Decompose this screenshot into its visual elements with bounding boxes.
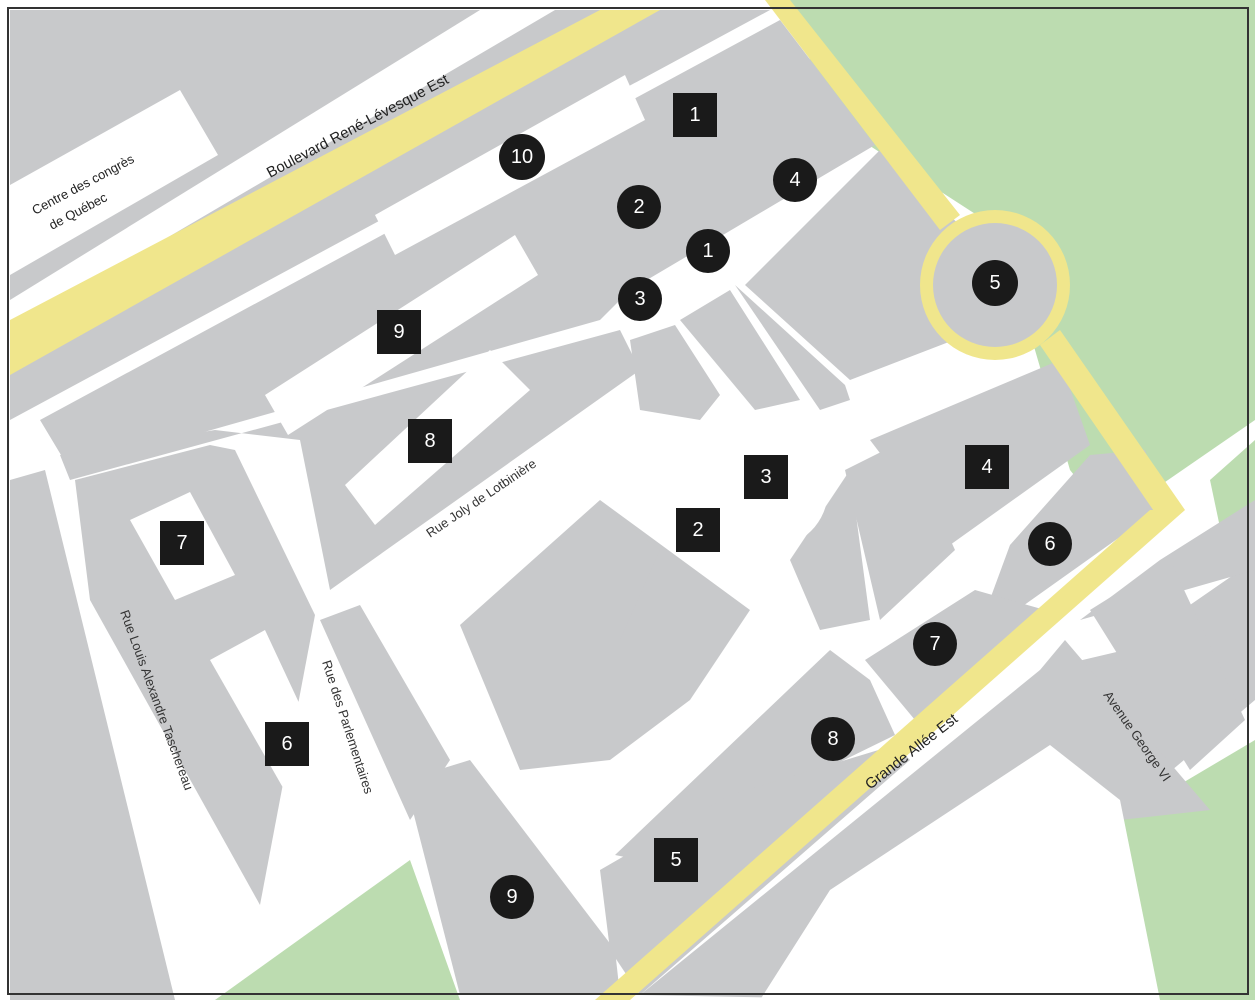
svg-text:6: 6 (1044, 533, 1055, 555)
square-marker-6[interactable]: 6 (265, 722, 309, 766)
circle-marker-4[interactable]: 4 (773, 158, 817, 202)
svg-text:2: 2 (633, 196, 644, 218)
parliament-inner (540, 505, 660, 650)
svg-text:7: 7 (929, 633, 940, 655)
svg-text:8: 8 (424, 430, 435, 452)
grande-allee-est (595, 510, 1185, 1000)
svg-text:4: 4 (789, 169, 800, 191)
square-marker-8[interactable]: 8 (408, 419, 452, 463)
park-south-west (215, 860, 460, 1000)
svg-text:7: 7 (176, 532, 187, 554)
svg-text:1: 1 (689, 104, 700, 126)
circle-marker-2[interactable]: 2 (617, 185, 661, 229)
circle-marker-7[interactable]: 7 (913, 622, 957, 666)
circle-marker-9[interactable]: 9 (490, 875, 534, 919)
svg-text:9: 9 (506, 886, 517, 908)
square-marker-2[interactable]: 2 (676, 508, 720, 552)
svg-text:5: 5 (670, 849, 681, 871)
svg-text:8: 8 (827, 728, 838, 750)
svg-text:4: 4 (981, 456, 992, 478)
road-north-east-edge (765, 0, 960, 230)
map-frame (7, 7, 1249, 995)
centre-des-congres-building (10, 90, 218, 275)
svg-text:3: 3 (760, 466, 771, 488)
circle-marker-3[interactable]: 3 (618, 277, 662, 321)
svg-text:5: 5 (989, 272, 1000, 294)
svg-text:2: 2 (692, 519, 703, 541)
square-marker-4[interactable]: 4 (965, 445, 1009, 489)
circle-marker-8[interactable]: 8 (811, 717, 855, 761)
square-marker-1[interactable]: 1 (673, 93, 717, 137)
square-marker-3[interactable]: 3 (744, 455, 788, 499)
circle-marker-5[interactable]: 5 (972, 260, 1018, 306)
boulevard-rene-levesque (10, 10, 660, 375)
circle-marker-1[interactable]: 1 (686, 229, 730, 273)
square-marker-7[interactable]: 7 (160, 521, 204, 565)
svg-text:10: 10 (511, 146, 533, 168)
svg-text:6: 6 (281, 733, 292, 755)
svg-text:1: 1 (702, 240, 713, 262)
square-marker-9[interactable]: 9 (377, 310, 421, 354)
road-east-edge (1040, 330, 1185, 520)
circle-marker-10[interactable]: 10 (499, 134, 545, 180)
svg-text:9: 9 (393, 321, 404, 343)
svg-text:3: 3 (634, 288, 645, 310)
circle-marker-6[interactable]: 6 (1028, 522, 1072, 566)
square-marker-5[interactable]: 5 (654, 838, 698, 882)
